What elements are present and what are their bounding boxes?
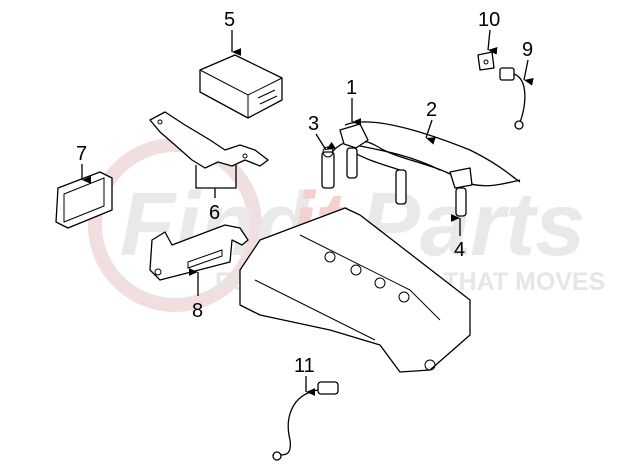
part-11-sensor[interactable] (272, 381, 339, 461)
callout-7: 7 (76, 143, 87, 165)
part-3-coil[interactable] (321, 146, 335, 189)
engine-cover[interactable] (239, 207, 471, 373)
callout-3: 3 (308, 113, 319, 135)
callout-11: 11 (294, 355, 315, 377)
callout-2: 2 (426, 99, 437, 121)
callout-9: 9 (522, 39, 533, 61)
callout-10: 10 (478, 9, 500, 31)
callout-5: 5 (224, 9, 235, 31)
leader-lines (81, 29, 534, 396)
part-9-sensor[interactable] (499, 67, 526, 130)
part-spark-boot[interactable] (395, 169, 407, 205)
part-4-coil[interactable] (449, 167, 473, 217)
callout-6: 6 (209, 202, 220, 224)
part-1-coil[interactable] (339, 123, 369, 179)
part-10-clip[interactable] (477, 51, 495, 71)
part-5-control-module[interactable] (199, 54, 283, 119)
part-7-module[interactable] (55, 171, 113, 229)
part-8-bracket[interactable] (149, 224, 249, 281)
part-6-bracket[interactable] (149, 111, 269, 169)
callout-4: 4 (454, 239, 465, 261)
callout-1: 1 (346, 77, 357, 99)
callout-8: 8 (192, 300, 203, 322)
